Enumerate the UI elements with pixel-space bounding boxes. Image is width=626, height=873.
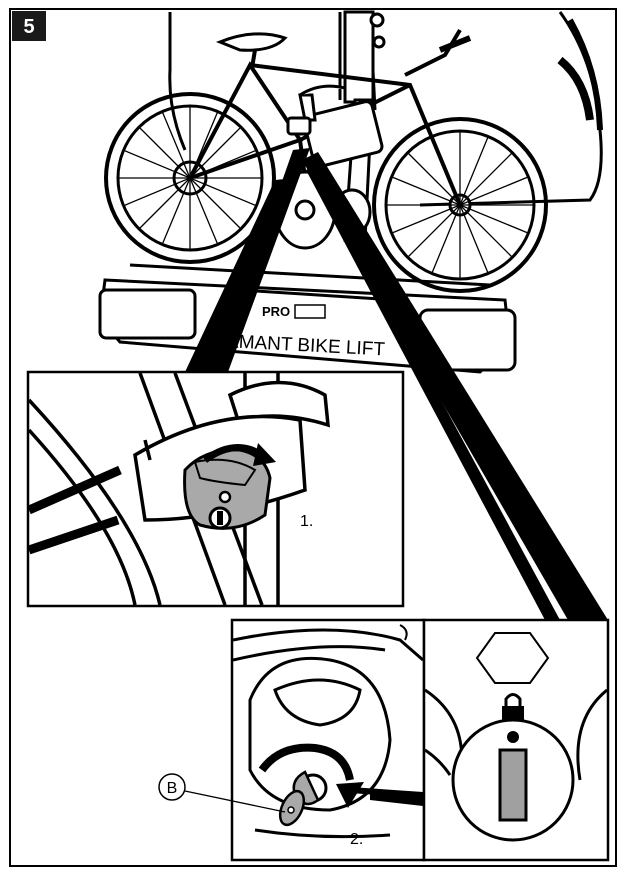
lock-knob	[183, 448, 272, 530]
zoom-beam-2-left	[215, 148, 310, 372]
inset-panel-1: 1.	[26, 370, 405, 608]
callout-step-1: 1.	[300, 513, 313, 530]
padlock-icon	[502, 693, 524, 720]
inset-panel-2: 2.	[230, 618, 426, 862]
callout-step-2: 2.	[350, 831, 363, 848]
hex-nut-icon	[475, 632, 550, 684]
arrow-to-indicator	[370, 792, 423, 806]
lock-indicator-bar	[498, 748, 528, 822]
step-badge: 5	[12, 11, 46, 41]
key-lock	[278, 770, 328, 827]
rotate-arrow-2-head	[336, 782, 364, 808]
page-frame	[9, 8, 617, 867]
rack-brand-label: PRO	[262, 304, 290, 319]
rotate-arrow-1-head	[253, 443, 276, 466]
frame-clamp-arm	[286, 84, 346, 136]
bike-battery	[302, 100, 384, 168]
callout-b: B	[158, 773, 286, 813]
indicator-dot	[507, 731, 519, 743]
rotate-arrow-2	[258, 743, 354, 781]
inset-panel-indicator	[422, 618, 610, 862]
zoom-beam-2-inner	[306, 165, 560, 620]
callout-b-letter: B	[167, 780, 178, 797]
zoom-beam-2-right	[302, 152, 608, 620]
step-number: 5	[23, 16, 34, 38]
bike-saddle	[215, 32, 288, 52]
